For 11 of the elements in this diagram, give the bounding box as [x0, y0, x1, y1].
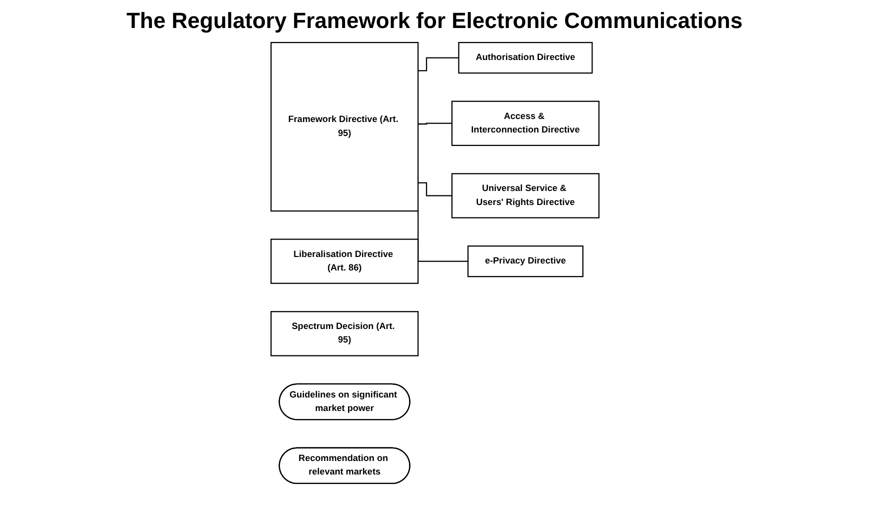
node-box: Authorisation Directive [458, 42, 592, 74]
node-box: e-Privacy Directive [466, 245, 583, 278]
node-box: Framework Directive (Art. 95) [270, 42, 418, 212]
node-box: Liberalisation Directive (Art. 86) [270, 238, 418, 284]
diagram-title: The Regulatory Framework for Electronic Communications [125, 8, 744, 34]
connector [418, 182, 452, 196]
node-box: Universal Service & Users' Rights Directive [450, 173, 600, 218]
connector [418, 57, 458, 72]
node-box: Access & Interconnection Directive [450, 100, 600, 146]
node-box: Spectrum Decision (Art. 95) [270, 311, 418, 356]
connector [418, 122, 452, 125]
